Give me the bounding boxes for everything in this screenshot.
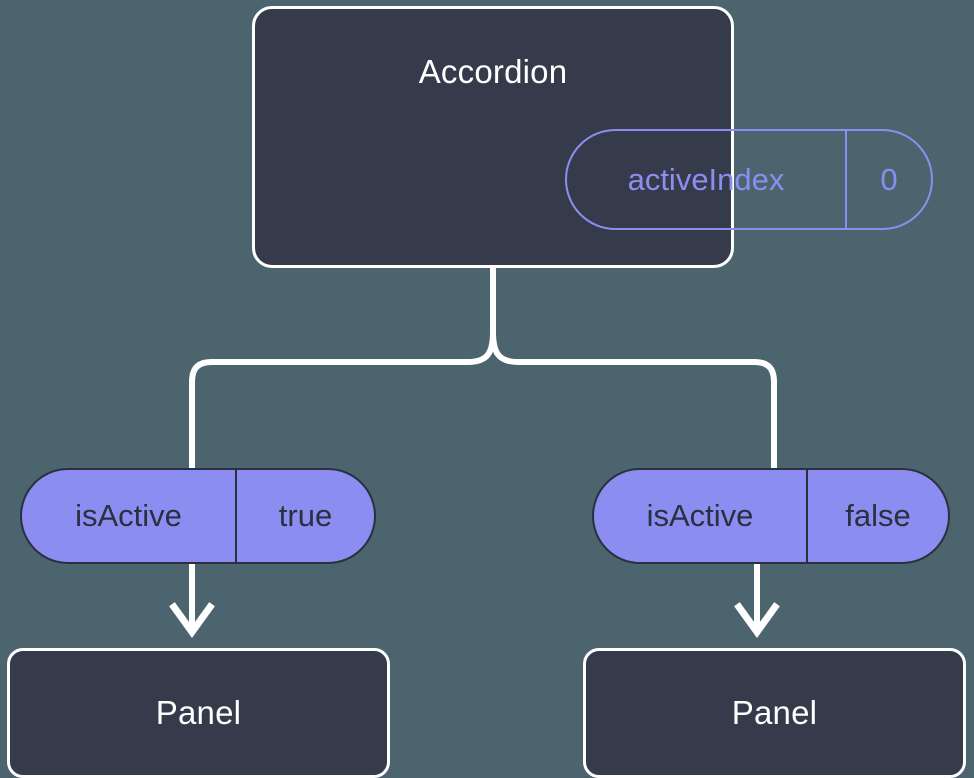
node-accordion[interactable]: Accordion activeIndex 0 [252, 6, 933, 268]
arrow-down-icon-right [734, 602, 780, 638]
state-pill-key: activeIndex [567, 131, 847, 228]
arrow-down-icon-left [169, 602, 215, 638]
connector-left-branch [189, 331, 496, 468]
panel-label: Panel [155, 694, 242, 731]
prop-pill-key: isActive [594, 470, 808, 562]
prop-pill-is-active-false[interactable]: isActive false [592, 468, 950, 564]
prop-pill-key: isActive [22, 470, 237, 562]
state-pill-value: 0 [880, 161, 898, 197]
node-panel-left[interactable]: Panel [7, 648, 390, 778]
prop-pill-value: true [278, 498, 333, 533]
node-panel-right[interactable]: Panel [583, 648, 966, 778]
panel-label: Panel [731, 694, 818, 731]
connector-right-branch [490, 331, 777, 468]
prop-pill-is-active-true[interactable]: isActive true [20, 468, 376, 564]
prop-pill-value: false [845, 498, 911, 533]
accordion-title: Accordion [418, 53, 568, 90]
state-pill-active-index[interactable]: activeIndex 0 [565, 129, 933, 230]
